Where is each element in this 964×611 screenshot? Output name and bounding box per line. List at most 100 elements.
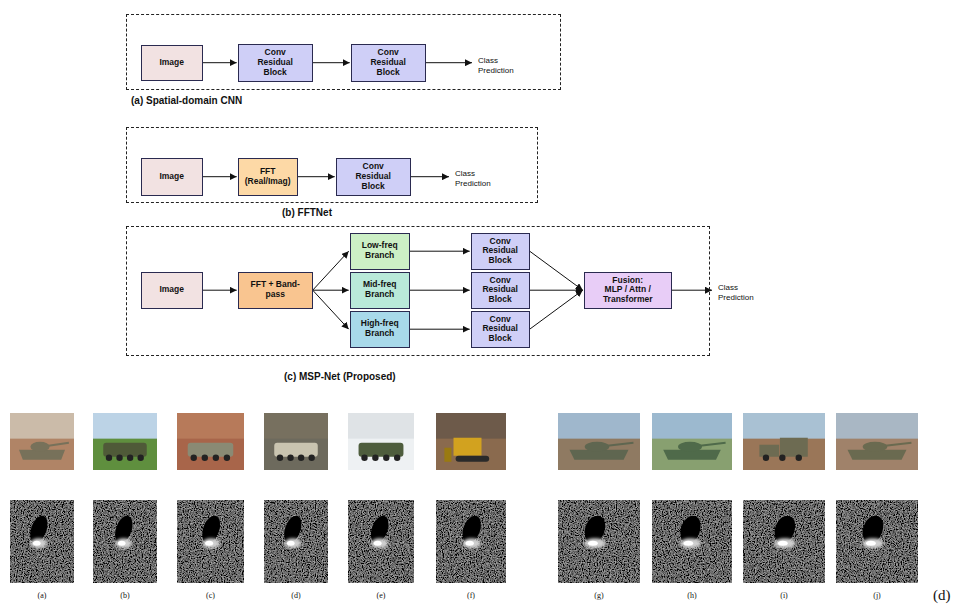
box-text: Low-freq Branch	[357, 241, 402, 261]
photo-ground	[558, 439, 640, 470]
flow-arrow	[313, 251, 349, 290]
group-caption: (a) Spatial-domain CNN	[131, 95, 242, 106]
dashed-group: (a) Spatial-domain CNNImageConv Residual…	[126, 14, 561, 90]
photo-sky	[264, 413, 328, 470]
output-label: Class Prediction	[718, 283, 762, 302]
photo-ground	[10, 439, 74, 470]
vehicle-photo	[558, 413, 640, 470]
dashed-group: (b) FFTNetImageFFT (Real/Imag)Conv Resid…	[126, 127, 538, 203]
flow-arrow	[313, 290, 349, 329]
sar-image	[177, 500, 244, 583]
sar-speckle	[177, 500, 244, 583]
process-box: FFT + Band-pass	[238, 272, 313, 309]
tank-turret	[585, 442, 610, 452]
dozer-blade	[444, 448, 451, 462]
sar-ground	[10, 500, 74, 583]
photo-sky	[436, 413, 506, 470]
process-box: Conv Residual Block	[471, 272, 530, 309]
photo-sky	[558, 413, 640, 470]
sar-speckle	[743, 500, 825, 583]
panel-label: (e)	[377, 591, 386, 600]
panel-label: (i)	[780, 591, 788, 600]
wheel	[763, 455, 769, 461]
box-text: Image	[159, 58, 184, 68]
box-text: Conv Residual Block	[478, 315, 523, 344]
box-text: Image	[159, 285, 184, 295]
vehicle-photo	[93, 413, 157, 470]
dozer-track	[456, 456, 490, 462]
sar-return	[371, 538, 388, 548]
vehicle-photo	[652, 413, 732, 470]
sar-image	[836, 500, 918, 583]
sar-ground	[436, 500, 506, 583]
photo-sky	[10, 413, 74, 470]
panel-label: (a)	[38, 591, 47, 600]
dozer-body	[454, 438, 482, 456]
sar-image	[743, 500, 825, 583]
process-box: FFT (Real/Imag)	[238, 158, 298, 196]
box-text: High-freq Branch	[357, 319, 402, 339]
box-text: Mid-freq Branch	[357, 280, 402, 300]
panel-label: (h)	[687, 591, 696, 600]
wheel	[298, 455, 304, 461]
process-box: Conv Residual Block	[351, 44, 426, 82]
wheel	[106, 455, 112, 461]
box-text: Fusion: MLP / Attn / Transformer	[603, 276, 653, 305]
flow-arrow	[298, 176, 335, 177]
wheel	[116, 455, 122, 461]
tank-barrel	[700, 443, 726, 446]
box-text: FFT + Band-pass	[250, 280, 300, 300]
photo-ground	[436, 439, 506, 470]
wheel	[308, 455, 314, 461]
box-text: Conv Residual Block	[478, 276, 523, 305]
flow-arrow	[530, 251, 583, 290]
sar-speckle	[264, 500, 328, 583]
vehicle-photo	[436, 413, 506, 470]
sar-image	[652, 500, 732, 583]
wheel	[779, 455, 785, 461]
wheel	[127, 455, 133, 461]
sar-ground	[558, 500, 640, 583]
vehicle-photo	[743, 413, 825, 470]
panel-label: (j)	[873, 591, 881, 600]
box-text: Conv Residual Block	[366, 48, 411, 77]
box-text: Conv Residual Block	[351, 162, 396, 191]
photo-sky	[743, 413, 825, 470]
sar-return	[30, 538, 47, 548]
truck-box	[780, 438, 808, 457]
sar-return	[680, 538, 701, 548]
flow-arrow	[203, 290, 237, 291]
sar-speckle	[652, 500, 732, 583]
sar-image	[93, 500, 157, 583]
panel-label: (d)	[933, 587, 951, 604]
sar-ground	[743, 500, 825, 583]
photo-ground	[348, 439, 414, 470]
sar-return	[463, 538, 481, 548]
process-box: Mid-freq Branch	[350, 272, 410, 309]
sar-speckle	[348, 500, 414, 583]
flow-arrow	[410, 329, 470, 330]
group-caption: (c) MSP-Net (Proposed)	[284, 371, 396, 382]
photo-row	[10, 413, 918, 583]
process-box: Conv Residual Block	[238, 44, 313, 82]
photo-ground	[652, 439, 732, 470]
photo-ground	[836, 439, 918, 470]
photo-sky	[652, 413, 732, 470]
process-box: Low-freq Branch	[350, 233, 410, 270]
wheel	[191, 455, 197, 461]
photo-ground	[264, 439, 328, 470]
sar-bright	[118, 541, 126, 546]
flow-arrow	[203, 62, 237, 63]
flow-arrow	[410, 251, 470, 252]
sar-bright	[466, 541, 474, 546]
panel-label: (g)	[594, 591, 603, 600]
wheel	[137, 455, 143, 461]
dashed-group: (c) MSP-Net (Proposed)ImageFFT + Band-pa…	[126, 226, 710, 356]
sar-image	[264, 500, 328, 583]
sar-return	[202, 538, 219, 548]
tank-barrel	[48, 443, 68, 446]
process-box: High-freq Branch	[350, 311, 410, 348]
vehicle-photo	[10, 413, 74, 470]
sar-image	[436, 500, 506, 583]
tank-turret	[678, 442, 702, 452]
